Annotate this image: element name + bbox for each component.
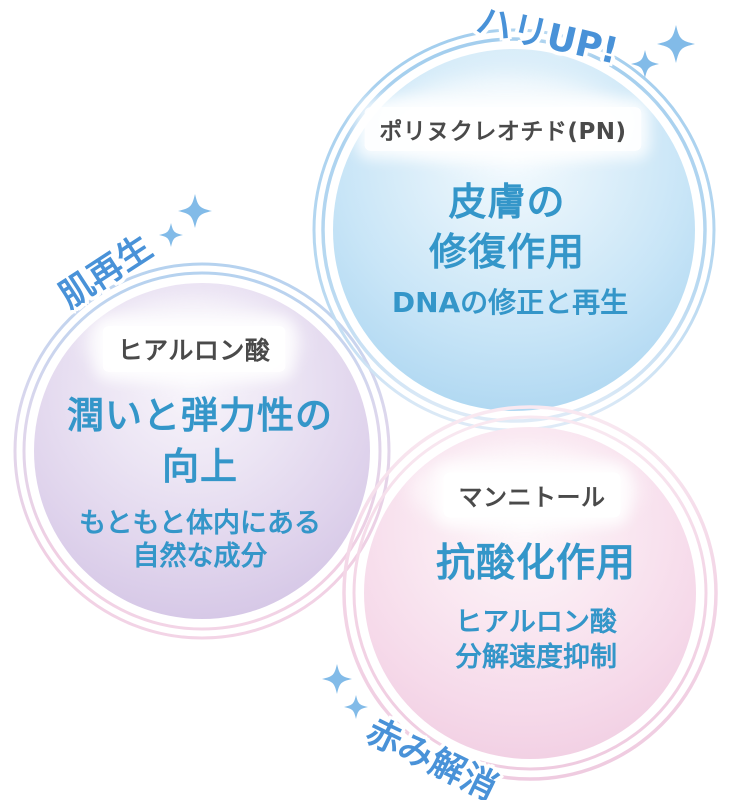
polynucleotide-inner-ring bbox=[321, 37, 707, 423]
detail-line: 自然な成分 bbox=[132, 541, 268, 572]
sparkle-icon bbox=[631, 50, 659, 78]
sparkle-icon bbox=[159, 223, 183, 247]
mannitol-inner-ring bbox=[352, 415, 708, 771]
detail-line: DNAの修正と再生 bbox=[391, 286, 629, 319]
detail-line: 分解速度抑制 bbox=[455, 642, 617, 673]
effect-line: 修復作用 bbox=[428, 230, 586, 274]
sparkle-icon bbox=[657, 25, 695, 63]
sparkle-icon bbox=[344, 695, 368, 719]
sparkle-decorations bbox=[159, 25, 695, 719]
effect-line: 皮膚の bbox=[448, 180, 566, 224]
polynucleotide-effect-heading: 皮膚の 修復作用 bbox=[429, 177, 585, 277]
mannitol-effect-heading: 抗酸化作用 bbox=[436, 540, 636, 588]
mannitol-outer-ring bbox=[342, 405, 718, 781]
hyaluronic-outer-ring bbox=[13, 262, 391, 640]
sparkle-icon bbox=[178, 194, 212, 228]
polynucleotide-detail-text: DNAの修正と再生 bbox=[392, 286, 628, 320]
hyaluronic-effect-heading: 潤いと弾力性の 向上 bbox=[67, 390, 333, 492]
sparkle-icon bbox=[322, 664, 352, 694]
effect-line: 向上 bbox=[162, 445, 238, 488]
hyaluronic-inner-ring bbox=[22, 271, 382, 631]
detail-line: ヒアルロン酸 bbox=[455, 607, 617, 638]
effect-line: 潤いと弾力性の bbox=[67, 394, 333, 437]
mannitol-detail-text: ヒアルロン酸 分解速度抑制 bbox=[455, 605, 617, 675]
hyaluronic-detail-text: もともと体内にある 自然な成分 bbox=[79, 507, 321, 573]
hyaluronic-ingredient-chip: ヒアルロン酸 bbox=[102, 326, 286, 372]
effect-line: 抗酸化作用 bbox=[435, 541, 637, 586]
mannitol-ingredient-chip: マンニトール bbox=[443, 472, 621, 518]
detail-line: もともと体内にある bbox=[79, 508, 321, 539]
polynucleotide-ingredient-chip: ポリヌクレオチド(PN) bbox=[364, 107, 642, 151]
